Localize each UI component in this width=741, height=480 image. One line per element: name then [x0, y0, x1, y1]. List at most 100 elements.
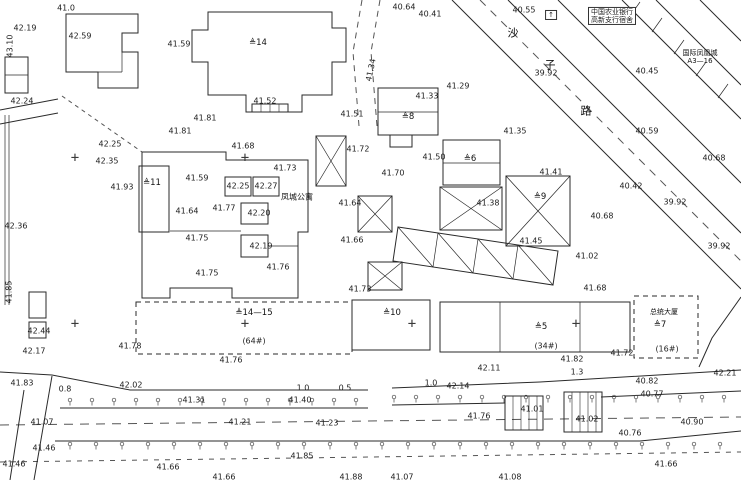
- place-name-label: 总统大厦: [650, 307, 678, 316]
- elevation-label: 40.55: [512, 5, 536, 15]
- building-label: ≜11: [143, 178, 161, 189]
- measurement-label: 1.0: [296, 383, 310, 393]
- measurement-label: 0.5: [338, 383, 352, 393]
- elevation-label: 41.83: [10, 378, 34, 388]
- elevation-label: 42.59: [68, 31, 92, 41]
- grid-cross: +: [70, 316, 80, 332]
- building-label: ≜6: [463, 154, 477, 165]
- elevation-label: 41.88: [339, 472, 363, 480]
- elevation-label: 42.44: [27, 326, 51, 336]
- place-name-label: 子: [544, 58, 556, 72]
- elevation-label: 41.07: [390, 472, 414, 480]
- measurement-label: (16#): [655, 344, 679, 354]
- elevation-label: 40.76: [618, 428, 642, 438]
- building-label: ≜9: [533, 192, 547, 203]
- place-name-label: 沙: [507, 26, 519, 40]
- elevation-label: 42.35: [95, 156, 119, 166]
- place-name-label: 路: [580, 104, 592, 118]
- elevation-label: 42.20: [247, 208, 271, 218]
- grid-cross: +: [407, 316, 417, 332]
- elevation-label: 41.59: [167, 39, 191, 49]
- building-label: ≜7: [653, 320, 667, 331]
- elevation-label: 42.36: [4, 221, 28, 231]
- elevation-label: 41.76: [266, 262, 290, 272]
- road-lines: [0, 369, 741, 480]
- elevation-label: 41.76: [467, 411, 491, 421]
- elevation-label: 41.51: [340, 109, 364, 119]
- elevation-label: 41.40: [288, 395, 312, 405]
- elevation-label: 40.90: [680, 417, 704, 427]
- elevation-label: 41.66: [654, 459, 678, 469]
- elevation-label: 40.68: [590, 211, 614, 221]
- elevation-label: 41.72: [346, 144, 370, 154]
- elevation-label: 40.82: [635, 376, 659, 386]
- elevation-label: 41.93: [110, 182, 134, 192]
- elevation-label: 42.11: [477, 363, 501, 373]
- elevation-label: 42.21: [713, 368, 737, 378]
- elevation-label: 40.45: [635, 66, 659, 76]
- elevation-label: 39.92: [534, 68, 558, 78]
- elevation-label: 41.02: [575, 414, 599, 424]
- elevation-label: 39.92: [663, 197, 687, 207]
- elevation-label: 42.14: [446, 381, 470, 391]
- elevation-label: 41.31: [182, 395, 206, 405]
- elevation-label: 42.27: [254, 181, 278, 191]
- elevation-label: 42.02: [119, 380, 143, 390]
- elevation-label: 41.76: [219, 355, 243, 365]
- building-label: ≜8: [401, 112, 415, 123]
- elevation-label: 40.68: [702, 153, 726, 163]
- elevation-label: 41.46: [2, 459, 26, 469]
- elevation-label: 41.35: [503, 126, 527, 136]
- elevation-label: 41.78: [118, 341, 142, 351]
- elevation-label: 41.21: [228, 417, 252, 427]
- elevation-label: 41.72: [610, 348, 634, 358]
- elevation-label: 41.02: [575, 251, 599, 261]
- elevation-label: 41.77: [212, 203, 236, 213]
- elevation-label: 42.25: [98, 139, 122, 149]
- elevation-label: 41.52: [253, 96, 277, 106]
- elevation-label: 41.75: [185, 233, 209, 243]
- elevation-label: 41.08: [498, 472, 522, 480]
- elevation-label: 42.24: [10, 96, 34, 106]
- measurement-label: 0.8: [58, 384, 72, 394]
- elevation-label: 40.64: [392, 2, 416, 12]
- elevation-label: 40.59: [635, 126, 659, 136]
- elevation-label: 42.19: [13, 23, 37, 33]
- elevation-label: 41.68: [583, 283, 607, 293]
- elevation-label: 41.07: [30, 417, 54, 427]
- elevation-label: 41.50: [422, 152, 446, 162]
- grid-cross: +: [571, 316, 581, 332]
- elevation-label: 41.59: [185, 173, 209, 183]
- elevation-label: 41.0: [57, 3, 75, 13]
- elevation-label: 41.33: [415, 91, 439, 101]
- elevation-label: 40.77: [640, 389, 664, 399]
- place-name-label: 凤城公寓: [281, 192, 313, 202]
- elevation-label: 41.64: [175, 206, 199, 216]
- measurement-label: 1.0: [424, 378, 438, 388]
- elevation-label: 41.82: [560, 354, 584, 364]
- building-label: ≜14—15: [235, 308, 273, 319]
- elevation-label: 41.85: [290, 451, 314, 461]
- grid-cross: +: [240, 316, 250, 332]
- elevation-label: 42.19: [249, 241, 273, 251]
- elevation-label: 41.46: [32, 443, 56, 453]
- place-name-label: 国际凤凰城 A3—16: [682, 48, 718, 65]
- elevation-label: 41.41: [539, 167, 563, 177]
- elevation-label: 40.41: [418, 9, 442, 19]
- elevation-label: 41.45: [519, 236, 543, 246]
- building-label: ≜5: [534, 322, 548, 333]
- elevation-label: 41.64: [338, 198, 362, 208]
- elevation-label: 41.81: [168, 126, 192, 136]
- building-outlines: [0, 11, 699, 359]
- elevation-label: 41.38: [476, 198, 500, 208]
- elevation-label: 41.68: [231, 141, 255, 151]
- tree-symbols: [67, 394, 727, 450]
- elevation-label: 40.42: [619, 181, 643, 191]
- boxed-marker: 中国农业银行 高新支行宿舍: [588, 6, 636, 26]
- elevation-label: 41.29: [446, 81, 470, 91]
- elevation-label: 41.34: [364, 57, 378, 83]
- elevation-label: 41.66: [212, 472, 236, 480]
- measurement-label: (34#): [534, 341, 558, 351]
